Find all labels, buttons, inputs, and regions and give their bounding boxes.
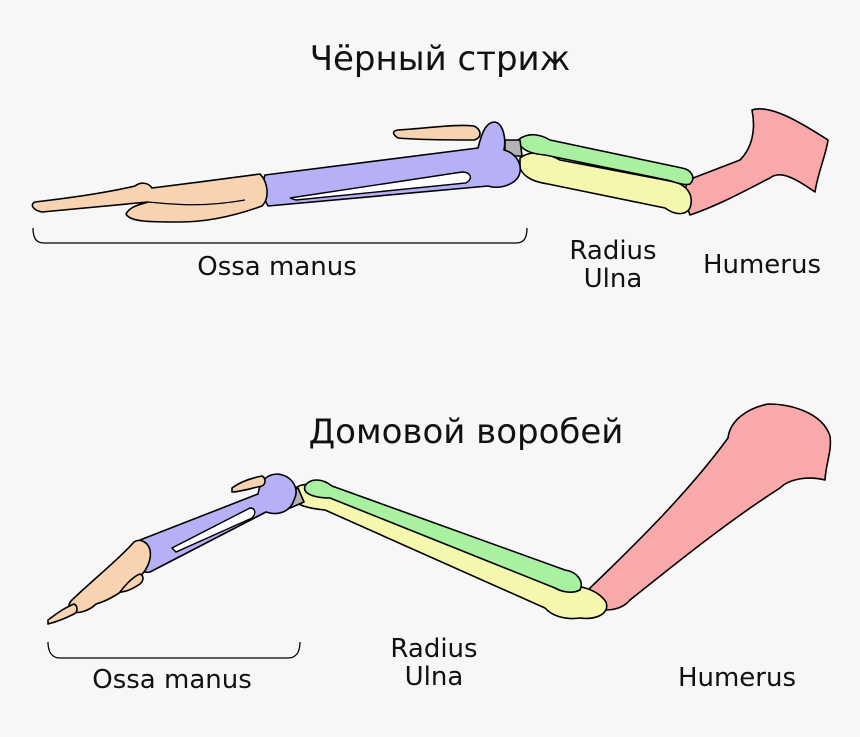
sparrow-humerus — [586, 403, 832, 611]
sparrow-digit-tip — [47, 603, 78, 625]
swift-label-humerus: Humerus — [703, 250, 821, 280]
swift-hand-brace — [32, 227, 528, 244]
sparrow-radius — [303, 479, 582, 593]
sparrow-title: Домовой воробей — [309, 412, 624, 452]
swift-wing: Чёрный стриж Ossa manus Radius Ulna Hume… — [31, 39, 829, 294]
sparrow-hand-brace — [47, 641, 301, 659]
swift-phalanges — [31, 173, 268, 223]
sparrow-metacarpal-gap — [170, 507, 256, 553]
swift-humerus — [684, 108, 829, 216]
sparrow-wing: Домовой воробей Ossa manus Radius Ulna H… — [47, 403, 832, 695]
swift-alula — [392, 124, 481, 141]
sparrow-label-radius: Radius — [390, 634, 477, 664]
sparrow-label-humerus: Humerus — [678, 663, 796, 693]
swift-carpometacarpus — [262, 121, 522, 207]
sparrow-label-hand: Ossa manus — [92, 665, 252, 695]
swift-label-ulna: Ulna — [584, 264, 643, 294]
sparrow-carpometacarpus — [134, 473, 297, 574]
sparrow-label-ulna: Ulna — [405, 662, 464, 692]
swift-label-hand: Ossa manus — [197, 252, 357, 282]
swift-label-radius: Radius — [569, 236, 656, 266]
sparrow-ulna — [291, 483, 608, 620]
swift-metacarpal-gap — [289, 171, 472, 201]
sparrow-alula — [231, 475, 266, 493]
swift-title: Чёрный стриж — [310, 39, 571, 79]
swift-digit-line — [147, 199, 246, 206]
sparrow-minor-digit — [119, 573, 144, 593]
swift-radius — [517, 133, 694, 186]
